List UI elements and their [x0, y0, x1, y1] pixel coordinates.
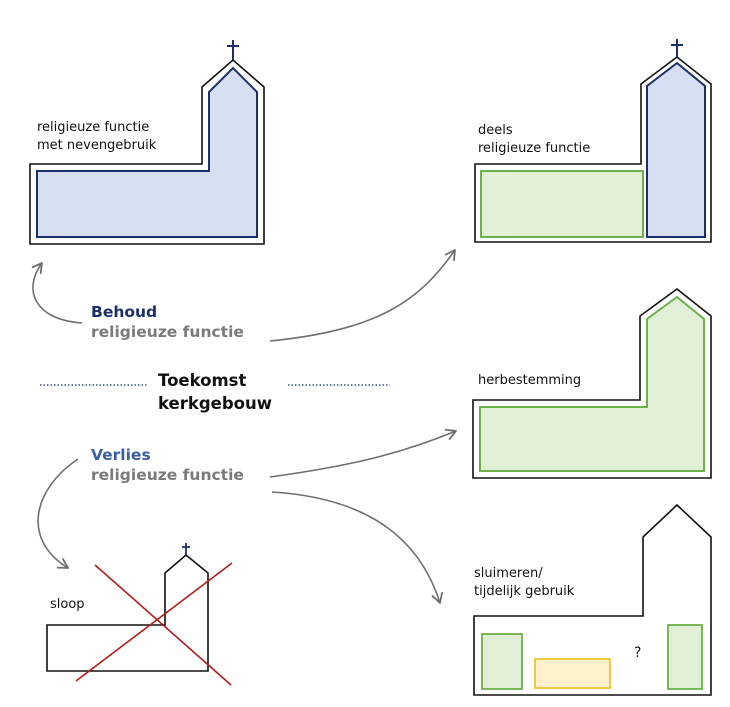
arrow-verlies-to-sloop: [37, 458, 79, 569]
center-title-line1: Toekomst: [158, 371, 247, 390]
unknown-use-mark: ?: [634, 645, 642, 661]
label-sluimeren-line1: sluimeren/: [474, 566, 543, 581]
behoud-heading: Behoud: [91, 303, 158, 321]
verlies-subheading: religieuze functie: [91, 466, 244, 484]
label-nevengebruik-line1: religieuze functie: [37, 120, 150, 135]
label-sluimeren-line2: tijdelijk gebruik: [474, 584, 575, 599]
arrow-behoud-to-nevengebruik: [31, 262, 83, 324]
center-title-line2: kerkgebouw: [158, 394, 272, 413]
church-herbestemming: [472, 287, 712, 479]
label-nevengebruik-line2: met nevengebruik: [37, 138, 157, 153]
arrow-verlies-to-herbestemming: [269, 428, 457, 478]
label-sloop: sloop: [50, 597, 85, 612]
church-sluimeren: [473, 503, 712, 696]
demolition-cross-icon: [94, 564, 232, 686]
church-deels: [474, 39, 712, 243]
church-nevengebruik: [29, 40, 265, 245]
verlies-heading: Verlies: [91, 446, 151, 464]
behoud-subheading: religieuze functie: [91, 323, 244, 341]
church-sloop: [46, 543, 233, 686]
arrow-behoud-to-deels: [269, 249, 456, 342]
arrow-verlies-to-sluimeren: [271, 491, 443, 604]
label-deels-line2: religieuze functie: [478, 141, 591, 156]
label-deels-line1: deels: [478, 123, 513, 138]
label-herbestemming: herbestemming: [478, 373, 582, 388]
